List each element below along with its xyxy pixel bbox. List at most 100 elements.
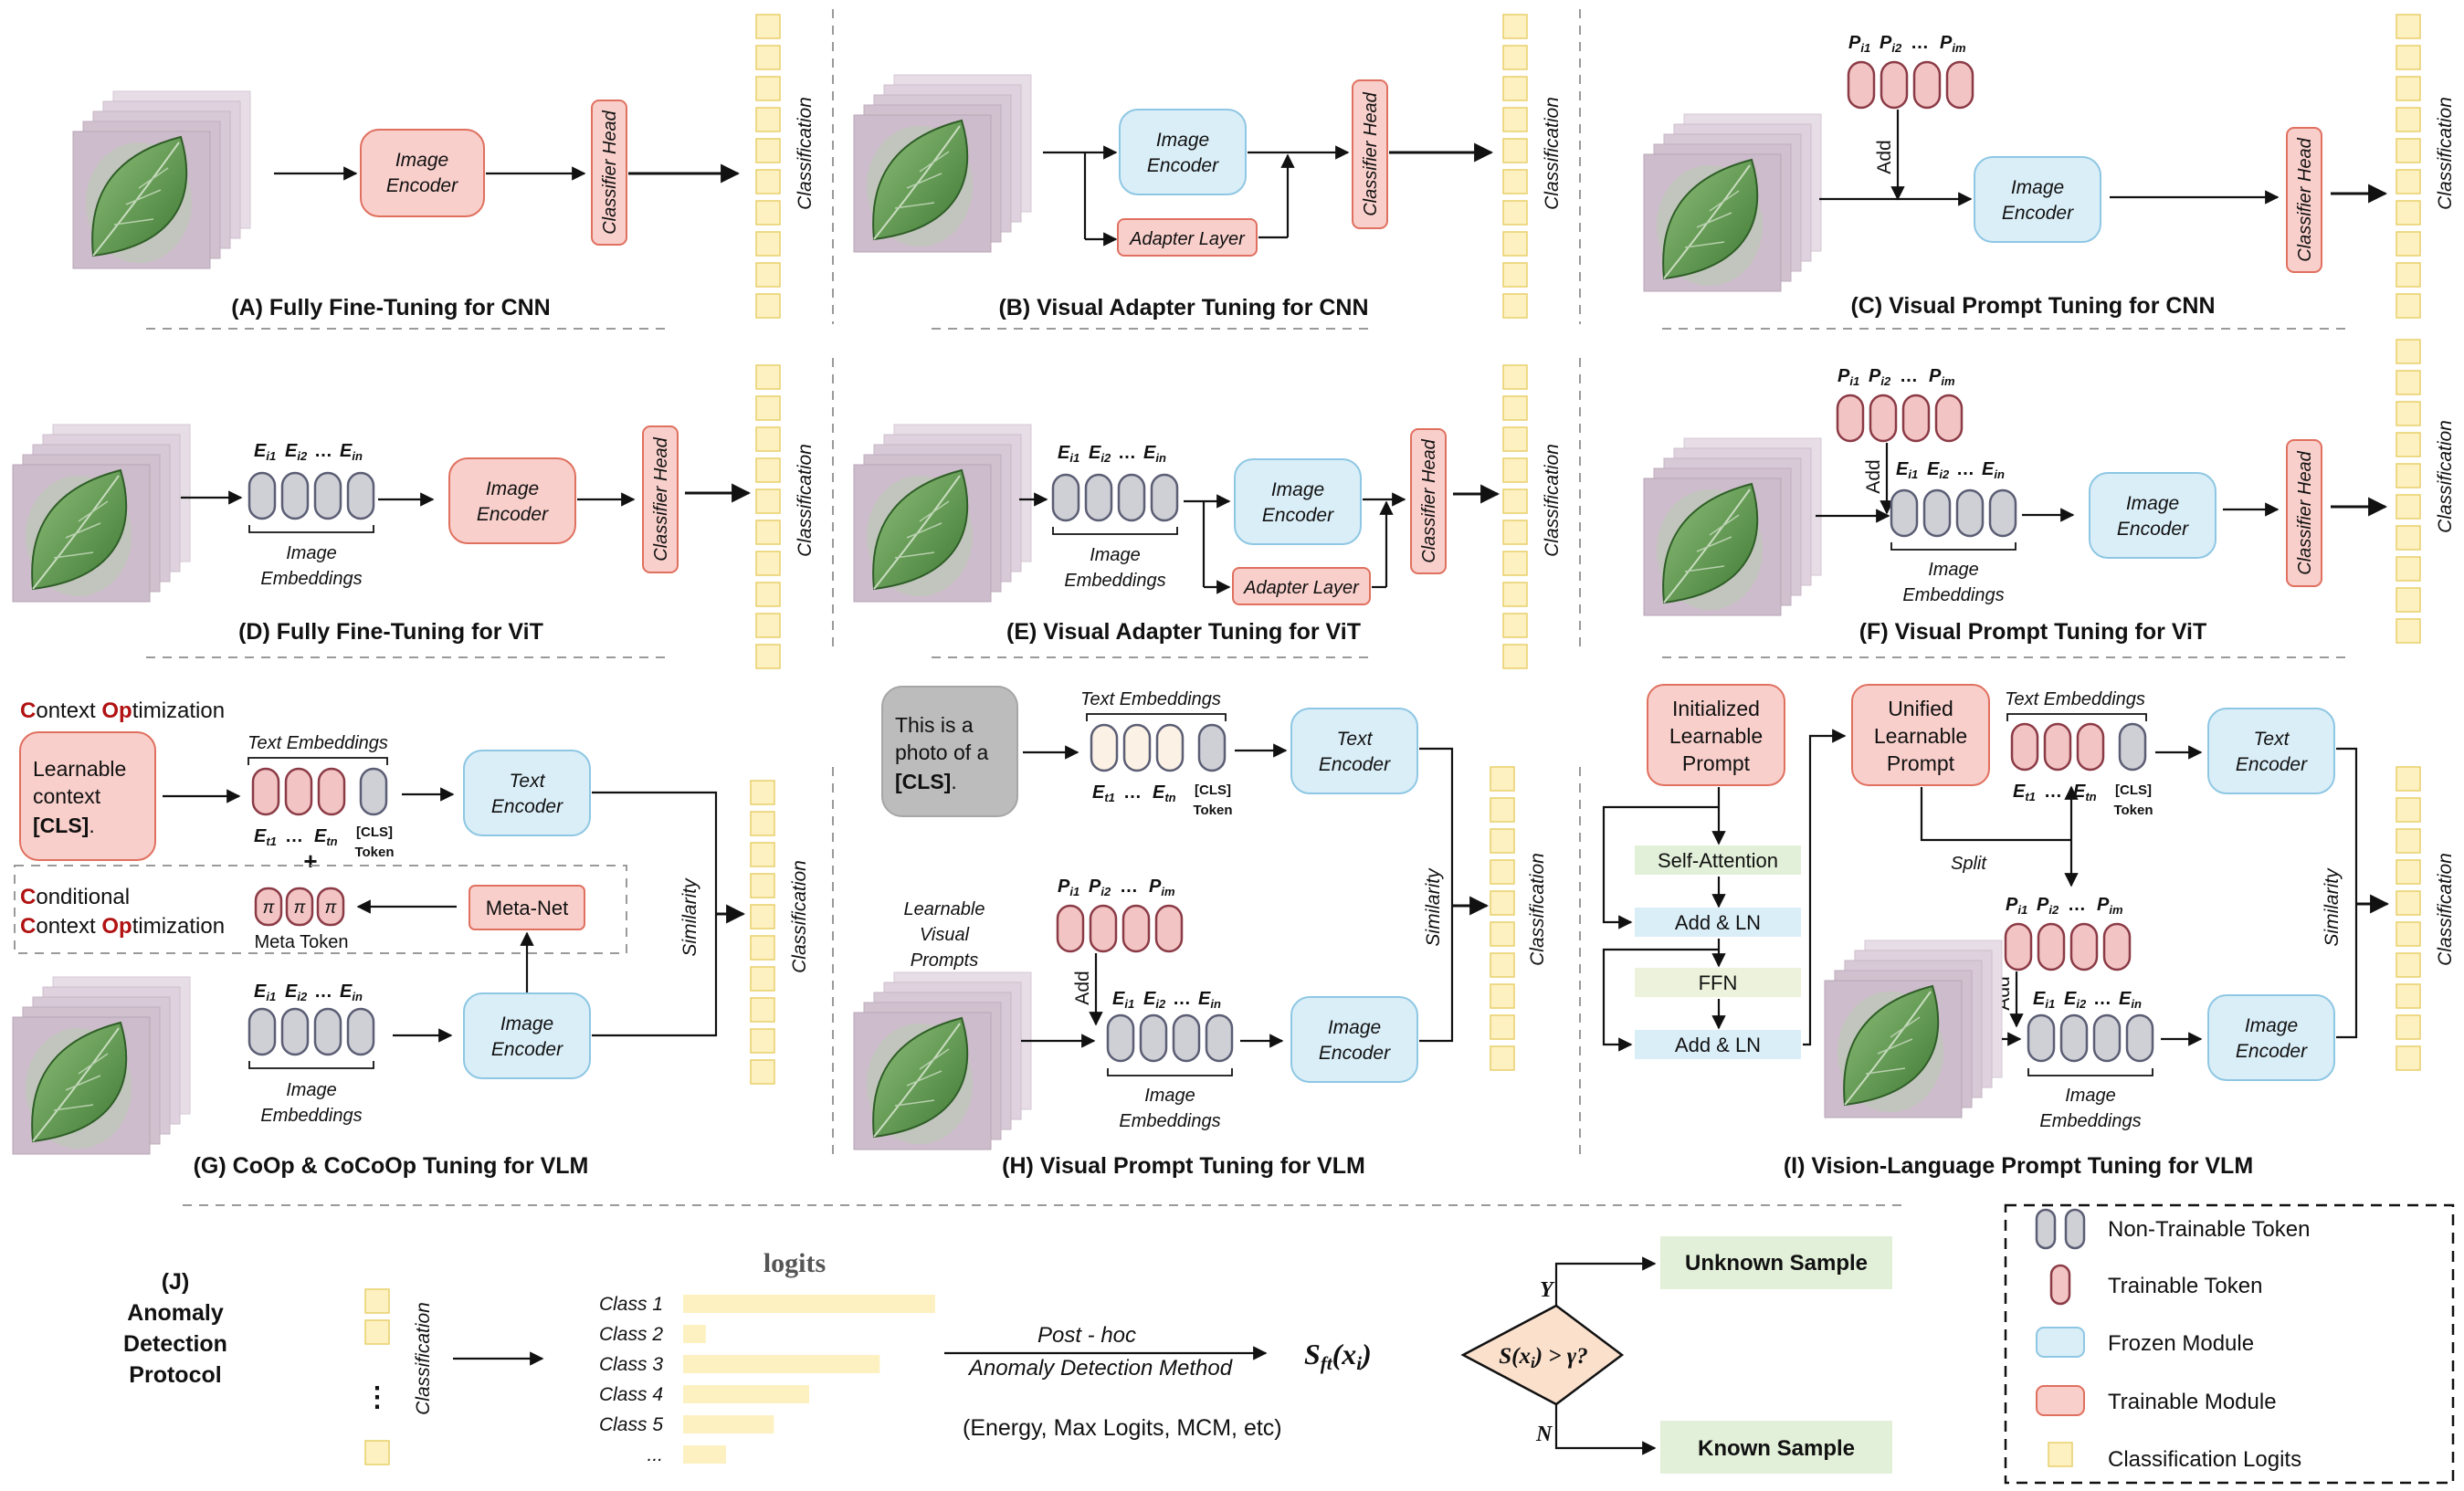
legend-swatch-frozen-token — [2035, 1208, 2086, 1250]
svg-text:Ei2: Ei2 — [2064, 989, 2087, 1011]
panel-a: Image Encoder Classifier Head Classifica… — [72, 14, 816, 320]
panel-e: Ei1 Ei2 … Ein Image Embeddings Image Enc… — [853, 364, 1563, 669]
svg-text:Pi1: Pi1 — [1837, 366, 1859, 388]
learnable-visual-prompts-label: Visual — [920, 925, 970, 945]
panel-f: Pi1 Pi2 … Pim Add Ei1 Ei2 … Ein Image Em… — [1643, 339, 2456, 645]
svg-text:Pim: Pim — [1149, 877, 1175, 898]
image-encoder-label: Encoder — [2236, 1041, 2308, 1062]
text-token-labels: Et1 … Etn [CLS] Token — [254, 824, 395, 860]
image-embeddings-label: Image — [1144, 1086, 1195, 1106]
classification-label: Classification — [2435, 97, 2456, 210]
svg-text:Ei1: Ei1 — [254, 982, 276, 1003]
svg-text:[CLS]: [CLS] — [1195, 782, 1231, 798]
svg-text:Ei1: Ei1 — [1058, 443, 1079, 465]
image-encoder-label: Image — [500, 1013, 553, 1034]
classification-label: Classification — [413, 1302, 434, 1415]
frozen-embedding-tokens — [1890, 488, 2017, 538]
svg-text:Pi2: Pi2 — [1089, 877, 1111, 898]
adapter-layer-box — [1232, 567, 1371, 605]
text-embeddings-label: Text Embeddings — [2005, 689, 2145, 709]
svg-text:Ei1: Ei1 — [254, 441, 276, 463]
classifier-head-label: Classifier Head — [1361, 91, 1381, 215]
image-embeddings-label: Embeddings — [260, 1106, 362, 1126]
embedding-token-labels: Ei1 Ei2 … Ein — [254, 982, 363, 1003]
text-token-labels: Et1 … Etn [CLS] Token — [1092, 782, 1233, 818]
logit-bar — [683, 1295, 935, 1313]
prompt-token-labels: Pi1 Pi2 … Pim — [1058, 877, 1175, 898]
image-embeddings-label: Embeddings — [2039, 1111, 2141, 1131]
adapter-layer-box — [1117, 218, 1258, 257]
panel-c: Pi1 Pi2 … Pim Add Image Encoder Classifi… — [1643, 14, 2456, 319]
bracket — [1890, 541, 2016, 551]
classification-label: Classification — [1542, 97, 1563, 210]
known-sample-label: Known Sample — [1698, 1436, 1855, 1461]
svg-text:Pim: Pim — [2097, 895, 2123, 917]
svg-text:…: … — [1911, 33, 1929, 53]
classifier-head-box — [1410, 428, 1447, 574]
svg-text:Pi1: Pi1 — [2006, 895, 2027, 917]
coop-title: Context Optimization — [20, 698, 225, 723]
leaf-image-stack — [12, 976, 191, 1155]
image-encoder-box — [2207, 994, 2335, 1081]
logit-bar — [683, 1325, 706, 1343]
cocoop-region — [14, 865, 627, 954]
frozen-embedding-tokens — [247, 471, 375, 520]
svg-text:…: … — [2093, 989, 2111, 1009]
trainable-text-tokens — [2010, 722, 2105, 772]
add-ln-label: Add & LN — [1675, 911, 1761, 934]
embedding-token-labels: Ei1 Ei2 … Ein — [254, 441, 363, 463]
leaf-image-stack — [1643, 113, 1822, 292]
text-encoder-box — [463, 750, 591, 836]
meta-net-box — [469, 885, 585, 930]
text-prompt-box — [881, 686, 1018, 817]
unknown-sample-box — [1660, 1236, 1892, 1289]
text-prompt-label: photo of a — [895, 740, 989, 764]
legend-label: Trainable Token — [2108, 1274, 2262, 1298]
frozen-embedding-tokens — [1051, 473, 1179, 522]
classification-label: Classification — [2435, 420, 2456, 533]
adapter-layer-label: Adapter Layer — [1129, 229, 1246, 249]
panel-b: Image Encoder Adapter Layer Classifier H… — [853, 14, 1563, 320]
bracket — [248, 524, 374, 533]
prompt-token-labels: Pi1 Pi2 … Pim — [1848, 33, 1966, 55]
svg-text:Pi2: Pi2 — [2037, 895, 2059, 917]
classifier-head-box — [2286, 439, 2322, 587]
classifier-head-box — [2286, 127, 2322, 273]
cls-token — [359, 767, 388, 816]
image-encoder-label: Image — [2126, 493, 2179, 514]
svg-text:…: … — [1173, 989, 1191, 1009]
initialized-prompt-label: Initialized — [1672, 697, 1760, 720]
unified-prompt-label: Prompt — [1887, 751, 1955, 775]
initialized-prompt-box — [1647, 684, 1785, 786]
classification-label: Classification — [795, 97, 816, 210]
split-label: Split — [1951, 854, 1987, 874]
trainable-prompt-tokens — [1836, 394, 1964, 443]
self-attention-box — [1635, 845, 1801, 875]
svg-text:Etn: Etn — [2073, 782, 2097, 803]
image-embeddings-label: Embeddings — [1064, 571, 1165, 591]
similarity-label: Similarity — [2322, 867, 2343, 947]
svg-text:[CLS]: [CLS] — [2115, 782, 2152, 798]
image-embeddings-label: Image — [286, 1080, 337, 1100]
text-tokens — [1090, 723, 1185, 772]
panel-j: (J) Anomaly Detection Protocol ⋮ Classif… — [123, 1236, 1892, 1474]
leaf-image-stack — [853, 74, 1032, 253]
svg-text:…: … — [314, 441, 332, 461]
cls-token — [1197, 723, 1227, 772]
frozen-embedding-tokens — [1106, 1013, 1234, 1063]
add-label: Add — [1072, 971, 1093, 1004]
add-ln-box — [1635, 1030, 1801, 1059]
plus-sign: + — [303, 847, 317, 875]
add-label: Add — [1863, 459, 1884, 493]
meta-token-label: Meta Token — [254, 932, 348, 952]
meta-tokens: π π π — [254, 887, 345, 927]
svg-text:[CLS]: [CLS] — [356, 824, 393, 840]
trainable-context-tokens — [251, 767, 346, 816]
bracket — [248, 1060, 374, 1069]
image-encoder-label: Image — [1156, 130, 1209, 151]
panel-caption: (E) Visual Adapter Tuning for ViT — [1006, 619, 1361, 645]
svg-text:Ein: Ein — [340, 441, 363, 463]
logit-class-label: Class 2 — [599, 1324, 663, 1345]
svg-text:Ein: Ein — [1143, 443, 1166, 465]
classification-label: Classification — [2435, 853, 2456, 966]
